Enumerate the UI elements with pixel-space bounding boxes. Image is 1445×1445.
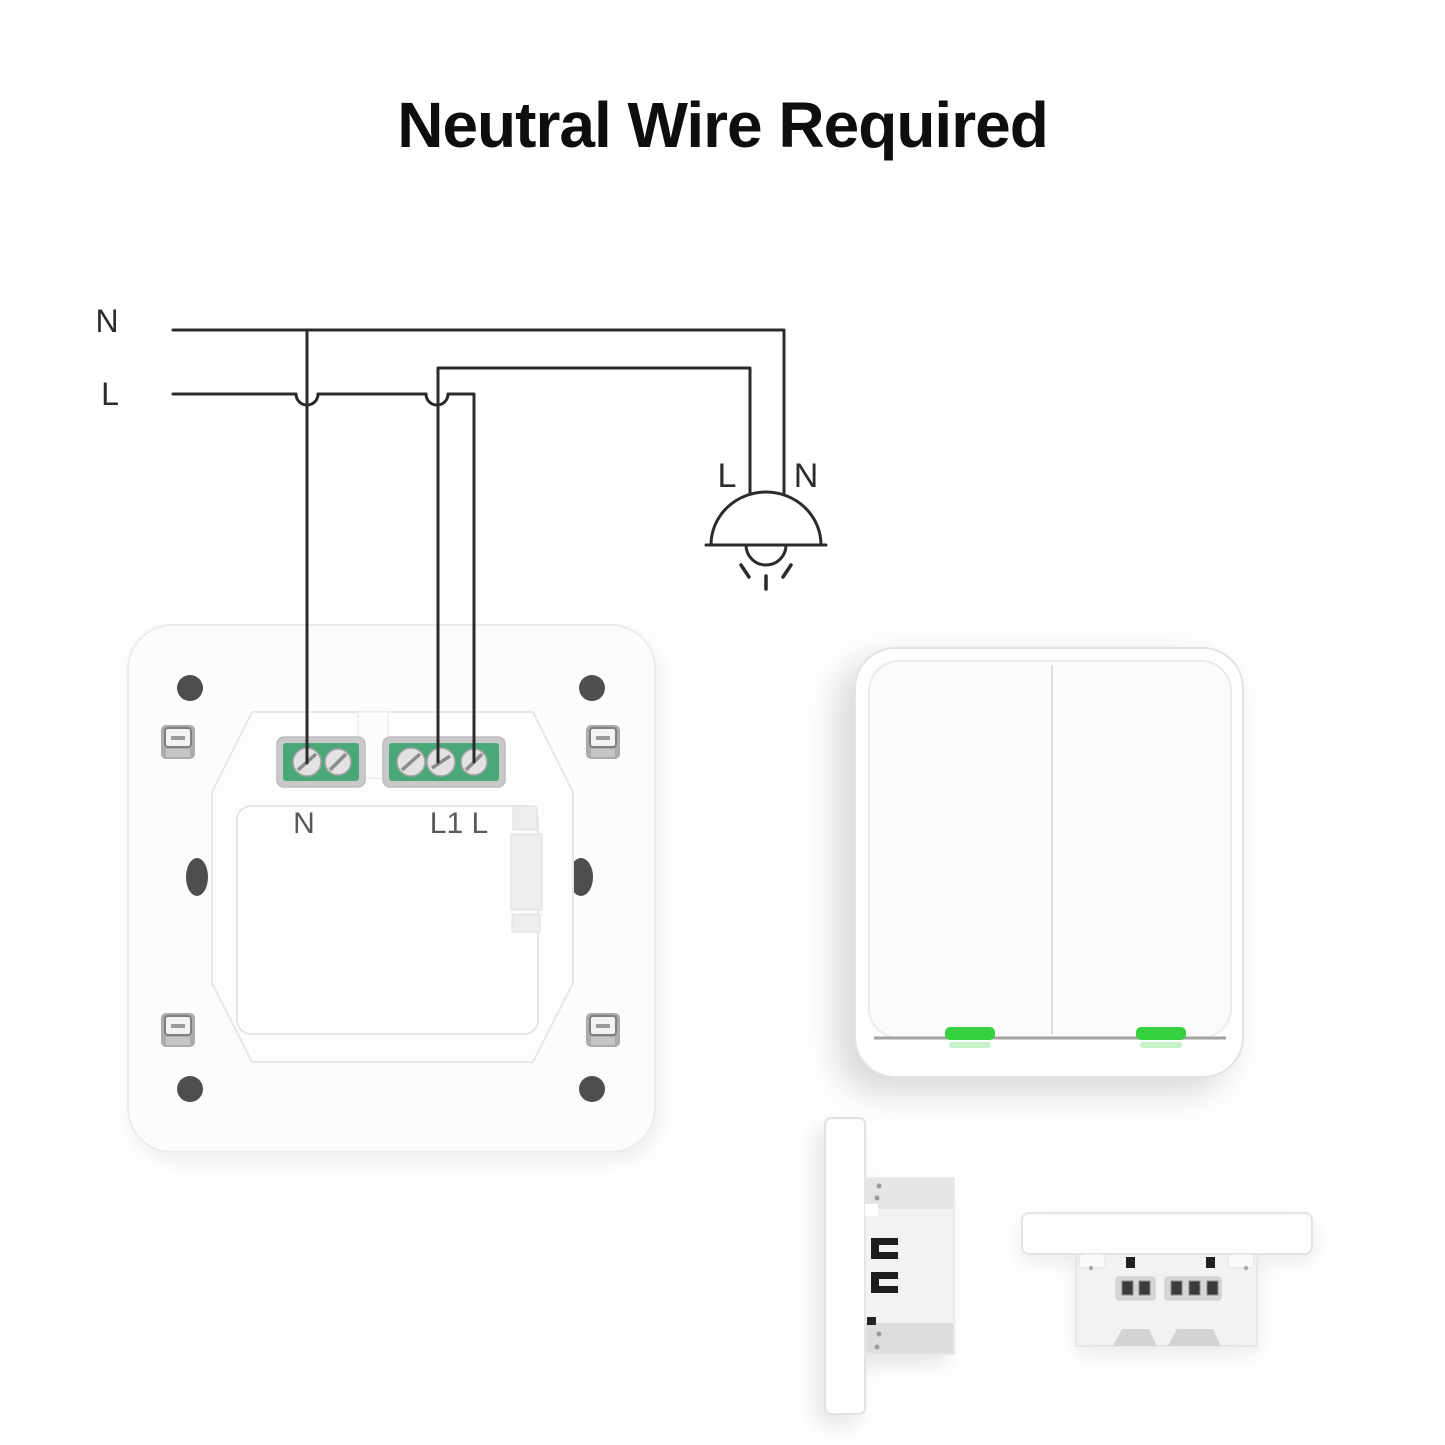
- side-body-bottom-band: [866, 1323, 953, 1353]
- clip-cutout-bar: [871, 1286, 898, 1293]
- wire-neutral-bus-to-lamp: [171, 328, 786, 502]
- indicator-led-left: [945, 1027, 995, 1040]
- bottom-slot-left: [1126, 1257, 1135, 1268]
- switch-side-view: [824, 1117, 955, 1415]
- mount-hole-bottom-right: [579, 1076, 605, 1102]
- side-notch-right: [569, 858, 593, 896]
- bottom-terminal-opening-left: [1115, 1276, 1156, 1301]
- side-notch-left: [186, 858, 208, 896]
- indicator-glow-left: [949, 1042, 991, 1048]
- neutral-terminal-block: [276, 736, 366, 788]
- bottom-notch-right: [1168, 1329, 1221, 1346]
- wiring-labels: N L L N: [95, 303, 818, 495]
- clip-base: [591, 1037, 615, 1045]
- clip-slot: [171, 736, 185, 740]
- clip-cutout-bar: [871, 1238, 879, 1259]
- screw-slot: [431, 754, 451, 770]
- rocker-area: [868, 660, 1232, 1039]
- lamp-live-label: L: [718, 457, 737, 495]
- lamp-ray-left: [739, 563, 751, 579]
- wire-port: [1206, 1280, 1219, 1296]
- side-clip-cutout-lower: [871, 1272, 898, 1293]
- bottom-slot-right: [1206, 1257, 1215, 1268]
- side-pin-dot: [876, 1183, 882, 1189]
- side-faceplate: [824, 1117, 866, 1415]
- bottom-tab-right: [1227, 1253, 1255, 1269]
- module-slot-middle: [510, 833, 543, 911]
- bottom-faceplate-edge: [1021, 1212, 1313, 1255]
- side-clip-cutout-upper: [871, 1238, 898, 1259]
- mount-clip-bottom-left: [161, 1013, 195, 1047]
- clip-slot: [596, 1024, 610, 1028]
- ceiling-lamp-symbol: [704, 490, 828, 591]
- indicator-led-right: [1136, 1027, 1186, 1040]
- clip-slot: [596, 736, 610, 740]
- lamp-neutral-label: N: [794, 457, 819, 495]
- page-title: Neutral Wire Required: [397, 89, 1049, 161]
- module-slot-bottom: [511, 913, 541, 933]
- neutral-terminal-label: N: [293, 807, 315, 840]
- side-pin-dot: [874, 1344, 880, 1350]
- supply-live-label: L: [101, 376, 119, 412]
- mount-hole-top-left: [177, 675, 203, 701]
- clip-base: [166, 749, 190, 757]
- mount-hole-top-right: [579, 675, 605, 701]
- module-inner-panel: [236, 805, 539, 1035]
- indicator-glow-right: [1140, 1042, 1182, 1048]
- mount-clip-top-left: [161, 725, 195, 759]
- wire-hop: [294, 392, 320, 407]
- bottom-pin-dot: [1088, 1265, 1094, 1271]
- side-pin-dot: [874, 1195, 880, 1201]
- mount-clip-top-right: [586, 725, 620, 759]
- wire-port: [1121, 1280, 1134, 1296]
- clip-cutout-bar: [871, 1272, 879, 1293]
- bottom-terminal-opening-right: [1164, 1276, 1222, 1301]
- wire-live-to-switch: [446, 392, 476, 764]
- clip-cutout-bar: [871, 1238, 898, 1245]
- lamp-shade: [709, 490, 823, 547]
- clip-slot: [171, 1024, 185, 1028]
- screw-slot: [400, 752, 422, 772]
- mount-clip-bottom-right: [586, 1013, 620, 1047]
- side-body-top-band: [866, 1179, 953, 1209]
- side-pin-dot: [876, 1331, 882, 1337]
- supply-neutral-label: N: [95, 303, 118, 339]
- bottom-notch-left: [1113, 1329, 1157, 1346]
- wire-load-to-lamp: [436, 366, 752, 764]
- side-square-detail: [867, 1317, 876, 1325]
- lamp-ray-right: [781, 563, 793, 579]
- wiring-diagram: [171, 328, 828, 765]
- screw-slot: [328, 752, 348, 772]
- load-live-terminal-block: [382, 736, 506, 788]
- clip-cutout-bar: [871, 1272, 898, 1279]
- wire-port: [1188, 1280, 1201, 1296]
- clip-base: [591, 749, 615, 757]
- wire-port: [1170, 1280, 1183, 1296]
- bottom-tab-left: [1078, 1253, 1106, 1269]
- wire-port: [1138, 1280, 1151, 1296]
- lamp-bulb: [744, 543, 788, 567]
- mount-hole-bottom-left: [177, 1076, 203, 1102]
- switch-back-view: N L1 L: [127, 624, 656, 1153]
- switch-bottom-view: [1021, 1212, 1313, 1347]
- module-slot-top: [512, 805, 538, 831]
- load-live-terminal-label: L1 L: [430, 807, 488, 840]
- terminal-labels: N L1 L: [293, 807, 488, 840]
- switch-front-view: [854, 647, 1244, 1078]
- clip-cutout-bar: [871, 1252, 898, 1259]
- clip-base: [166, 1037, 190, 1045]
- side-notch: [865, 1204, 878, 1216]
- bottom-pin-dot: [1243, 1265, 1249, 1271]
